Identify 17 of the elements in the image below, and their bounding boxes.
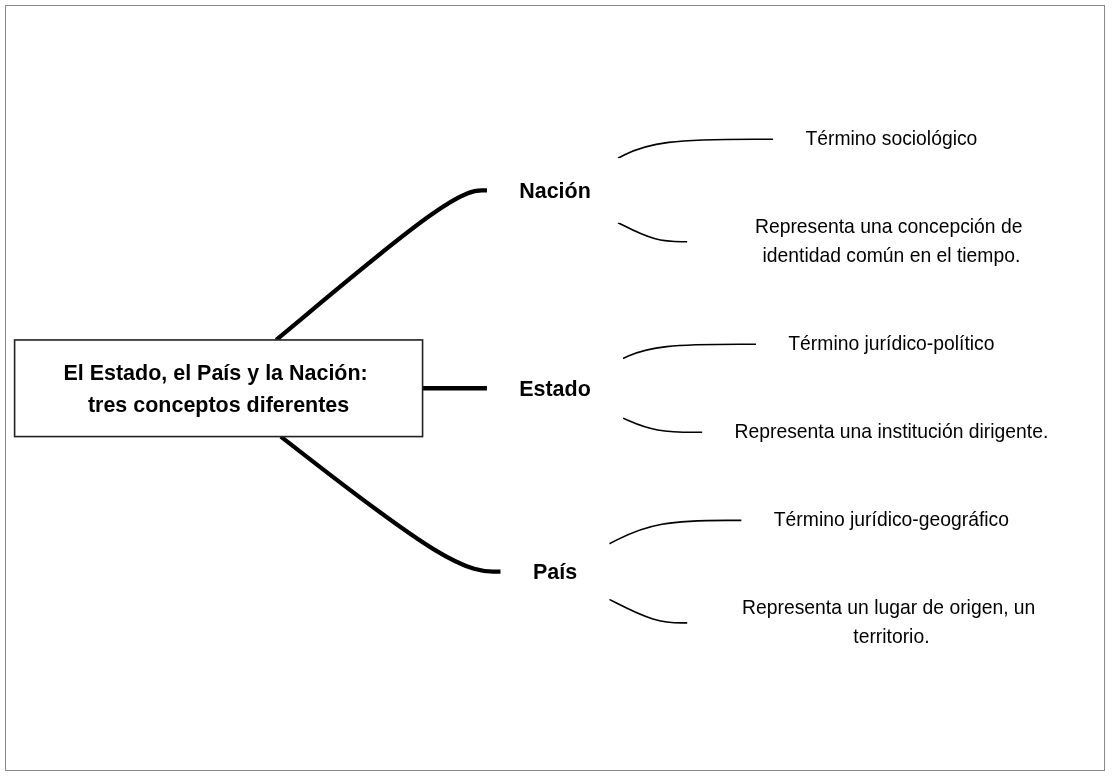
node-text: País	[532, 559, 578, 584]
connector	[617, 138, 775, 159]
node-text: Nación	[519, 178, 591, 202]
node-box: El Estado, el País y la Nación: tres conceptos diferentes	[13, 338, 424, 438]
connector	[622, 343, 757, 359]
node-text: Estado	[519, 376, 591, 400]
node-text: Representa una concepción de identidad común en el tiempo.	[754, 215, 1023, 267]
node-text: Representa un lugar de origen, un territorio.	[742, 596, 1036, 648]
node-text: Término sociológico	[805, 127, 978, 150]
connector	[422, 385, 487, 391]
connector	[622, 417, 704, 433]
node-text: Representa una institución dirigente.	[734, 420, 1049, 443]
node-text: Término jurídico-político	[788, 332, 995, 355]
connector	[608, 598, 689, 624]
connector	[617, 221, 689, 243]
node-text: Término jurídico-geográfico	[773, 508, 1010, 531]
connector	[608, 519, 743, 545]
